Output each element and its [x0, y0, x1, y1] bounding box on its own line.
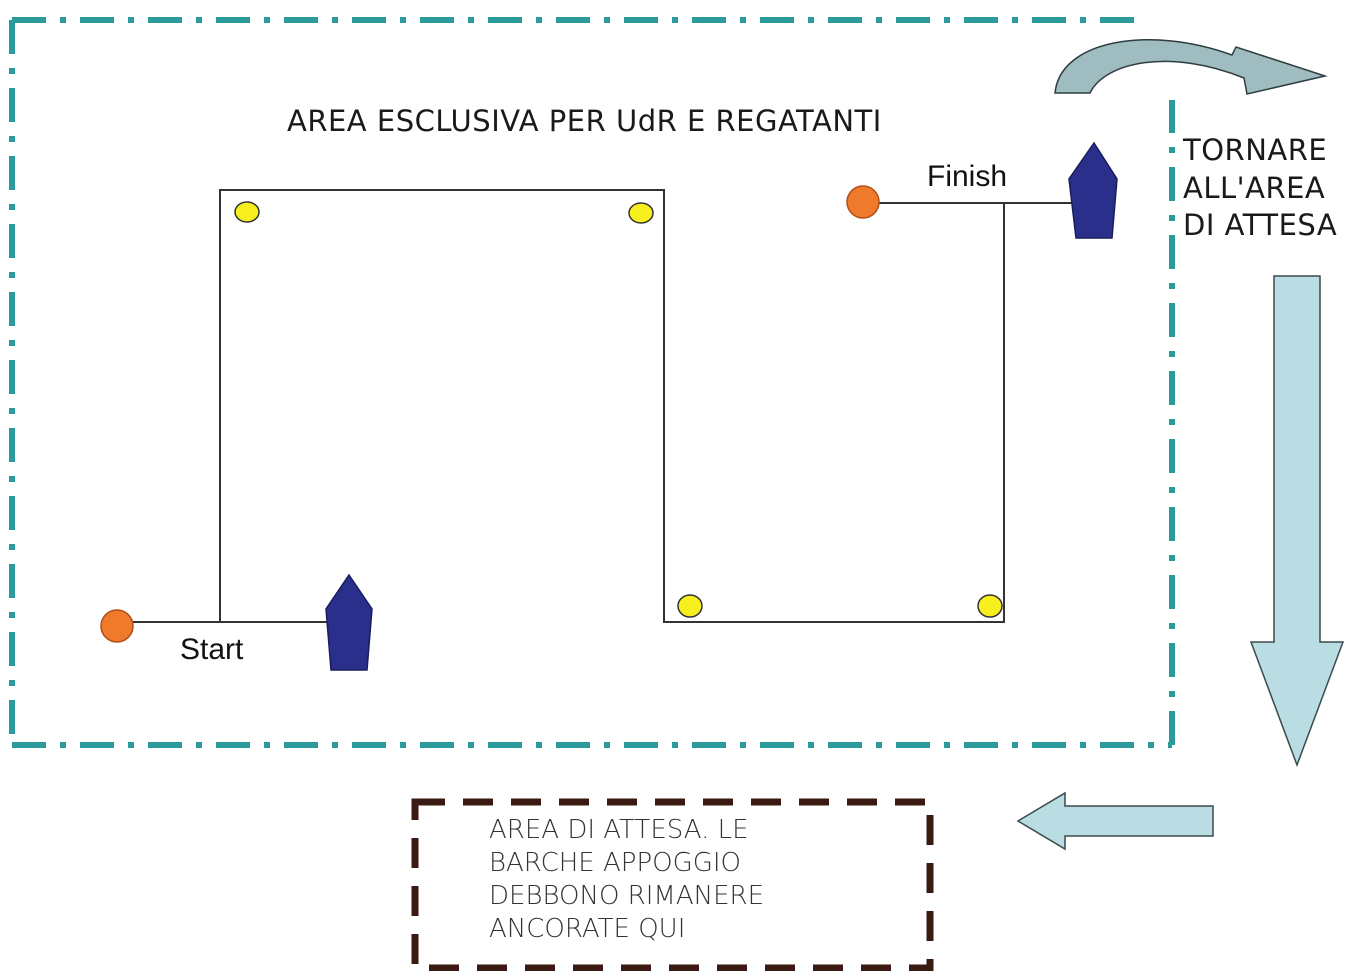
finish-committee-boat-icon: [1068, 141, 1118, 239]
finish-pin-buoy-icon: [846, 185, 880, 219]
return-label-line-3: DI ATTESA: [1183, 208, 1337, 242]
waiting-label-line-3: DEBBONO RIMANERE: [489, 881, 764, 911]
buoy-icon: [677, 594, 703, 618]
mark-buoys: [234, 201, 1003, 618]
exclusive-area-title: AREA ESCLUSIVA PER UdR E REGATANTI: [287, 104, 882, 138]
waiting-area-border: [411, 798, 934, 971]
left-arrow-icon: [1016, 791, 1214, 851]
return-label-line-1: TORNARE: [1182, 133, 1327, 167]
course-leg-1: [219, 189, 1005, 623]
buoy-icon: [234, 201, 260, 223]
curved-arrow-icon: [1054, 39, 1328, 95]
course-path: [118, 189, 1085, 623]
buoy-icon: [977, 594, 1003, 618]
finish-label: Finish: [927, 160, 1007, 193]
buoy-icon: [628, 202, 654, 224]
waiting-label-line-2: BARCHE APPOGGIO: [489, 848, 741, 878]
start-pin-buoy-icon: [100, 609, 134, 643]
waiting-label-line-4: ANCORATE QUI: [489, 914, 685, 944]
waiting-label-line-1: AREA DI ATTESA. LE: [489, 815, 749, 845]
return-label-line-2: ALL'AREA: [1183, 171, 1325, 205]
exclusive-area-border: [9, 17, 1175, 748]
down-arrow-icon: [1249, 275, 1345, 768]
start-committee-boat-icon: [325, 573, 373, 671]
start-label: Start: [180, 633, 244, 666]
